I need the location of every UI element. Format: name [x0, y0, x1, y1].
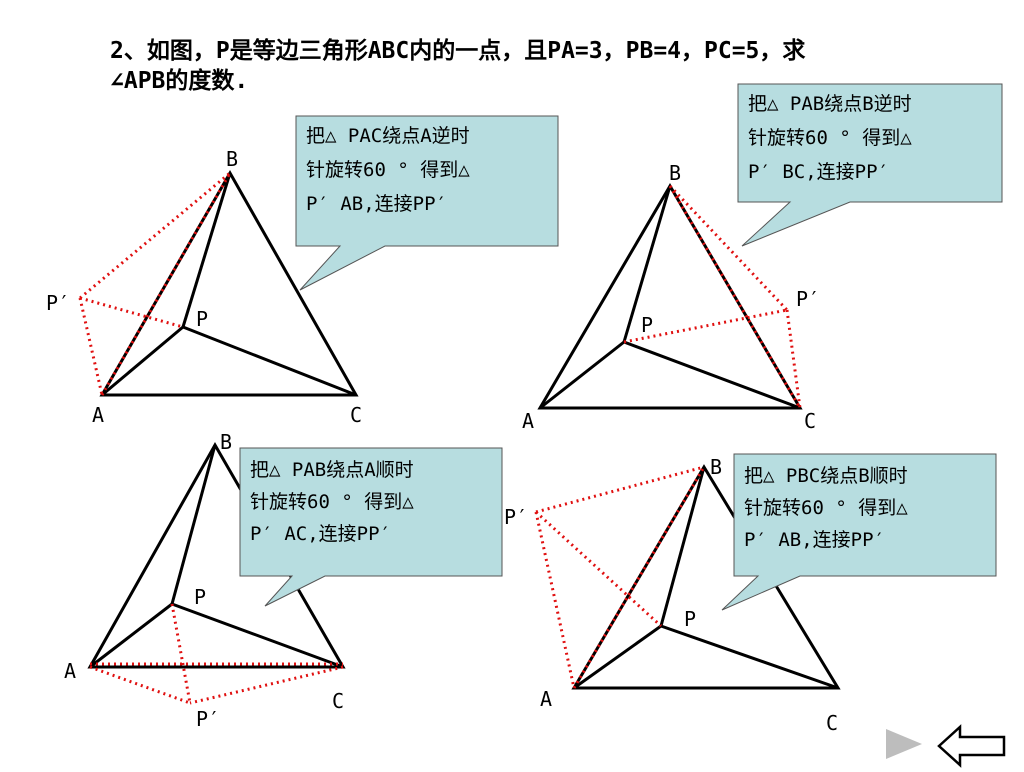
label-pp-3: P′ [196, 707, 220, 731]
dotted-pp-4 [534, 510, 663, 628]
label-p-3: P [194, 585, 206, 609]
callout-4-line-1: 把△ PBC绕点B顺时 [744, 465, 908, 487]
problem-statement: 2、如图，P是等边三角形ABC内的一点，且PA=3，PB=4，PC=5，求 ∠A… [110, 36, 970, 96]
label-c-2: C [804, 409, 816, 433]
next-slide-button[interactable] [884, 726, 924, 762]
dotted-pp-2 [623, 308, 788, 344]
label-pp-4: P′ [504, 505, 528, 529]
callout-1: 把△ PAC绕点A逆时 针旋转60 ° 得到△ P′ AB,连接PP′ [295, 115, 559, 291]
back-arrow-icon [937, 724, 1006, 768]
segment-pb-4 [659, 466, 706, 627]
label-p-1: P [196, 307, 208, 331]
back-button[interactable] [936, 724, 1008, 768]
problem-line-1: 2、如图，P是等边三角形ABC内的一点，且PA=3，PB=4，PC=5，求 [110, 38, 806, 64]
label-b-3: B [220, 430, 232, 454]
label-pp-1: P′ [46, 291, 70, 315]
label-b-1: B [226, 147, 238, 171]
dotted-cp-2 [785, 309, 802, 409]
callout-2: 把△ PAB绕点B逆时 针旋转60 ° 得到△ P′ BC,连接PP′ [737, 83, 1003, 247]
callout-box-1 [295, 115, 559, 291]
dotted-bp-2 [668, 184, 789, 312]
callout-4-line-2: 针旋转60 ° 得到△ [744, 497, 908, 519]
label-a-1: A [92, 403, 104, 427]
dotted-pp-1 [79, 296, 184, 329]
label-pp-2: P′ [796, 287, 820, 311]
label-a-3: A [64, 659, 76, 683]
dotted-ab-1 [100, 172, 232, 396]
segment-pb-2 [622, 185, 672, 343]
callout-4-line-3: P′ AB,连接PP′ [744, 529, 885, 551]
label-a-2: A [522, 409, 534, 433]
dotted-ap-3 [89, 665, 191, 705]
callout-2-line-1: 把△ PAB绕点B逆时 [748, 93, 912, 115]
callout-1-line-2: 针旋转60 ° 得到△ [306, 159, 470, 181]
label-p-2: P [641, 313, 653, 337]
callout-box-4 [721, 453, 997, 611]
callout-2-line-3: P′ BC,连接PP′ [748, 161, 889, 183]
dotted-bc-2 [668, 185, 802, 409]
dotted-pp-3 [170, 603, 192, 704]
dotted-pb-1 [79, 171, 231, 300]
callout-3-line-1: 把△ PAB绕点A顺时 [250, 459, 414, 481]
play-triangle-icon [886, 729, 922, 759]
label-c-3: C [332, 689, 344, 713]
dotted-ab-4 [572, 466, 706, 689]
callout-1-line-3: P′ AB,连接PP′ [306, 193, 447, 215]
callout-3-line-2: 针旋转60 ° 得到△ [250, 491, 414, 513]
triangle-abc-1 [99, 169, 359, 397]
segment-pa-3 [89, 602, 173, 669]
segment-pc-1 [182, 325, 357, 397]
segment-pc-2 [623, 340, 801, 410]
dotted-pa-1 [78, 297, 104, 396]
figure-1: B A C P P′ [46, 147, 362, 427]
figure-2: B A C P P′ [522, 161, 820, 433]
segment-pb-3 [170, 444, 217, 605]
dotted-cp-3 [189, 665, 344, 705]
segment-pc-4 [660, 624, 839, 690]
problem-line-2: ∠APB的度数. [110, 68, 249, 94]
triangle-abc-2 [537, 183, 803, 410]
segment-pa-2 [539, 340, 625, 410]
segment-pa-1 [101, 325, 184, 397]
segment-pb-1 [181, 172, 232, 328]
label-c-4: C [826, 711, 838, 735]
callout-box-3 [239, 447, 503, 607]
figure-4: B A C P P′ [504, 455, 841, 735]
segment-pa-4 [573, 624, 662, 690]
callout-3: 把△ PAB绕点A顺时 针旋转60 ° 得到△ P′ AC,连接PP′ [239, 447, 503, 607]
label-b-2: B [669, 161, 681, 185]
callout-4: 把△ PBC绕点B顺时 针旋转60 ° 得到△ P′ AB,连接PP′ [721, 453, 997, 611]
callout-3-line-3: P′ AC,连接PP′ [250, 523, 391, 545]
segment-pc-3 [171, 602, 344, 669]
label-b-4: B [710, 455, 722, 479]
label-a-4: A [540, 687, 552, 711]
callout-1-line-1: 把△ PAC绕点A逆时 [306, 125, 470, 147]
callout-box-2 [737, 83, 1003, 247]
callout-2-line-2: 针旋转60 ° 得到△ [748, 127, 912, 149]
dotted-bp-4 [535, 465, 705, 514]
label-c-1: C [350, 403, 362, 427]
dotted-ap-4 [534, 511, 576, 689]
label-p-4: P [684, 607, 696, 631]
